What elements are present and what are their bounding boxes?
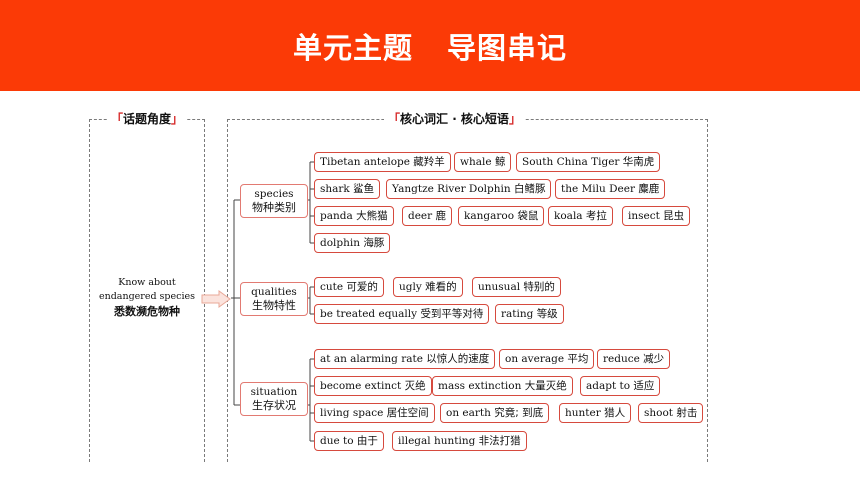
vocab-chip: ugly 难看的 <box>393 277 463 297</box>
category-qualities: qualities 生物特性 <box>240 282 308 316</box>
header-banner: 单元主题 导图串记 <box>0 0 860 91</box>
vocab-chip: unusual 特别的 <box>472 277 561 297</box>
vocab-chip: dolphin 海豚 <box>314 233 391 253</box>
vocab-chip: rating 等级 <box>495 304 564 324</box>
category-cn: 生存状况 <box>252 399 296 412</box>
header-title-right: 导图串记 <box>447 30 568 65</box>
vocab-chip: panda 大熊猫 <box>314 206 394 226</box>
vocab-chip: shark 鲨鱼 <box>314 179 381 199</box>
header-title-left: 单元主题 <box>292 30 413 65</box>
category-en: qualities <box>251 286 297 298</box>
category-species: species 物种类别 <box>240 184 308 218</box>
vocab-chip: insect 昆虫 <box>622 206 691 226</box>
vocab-chip: the Milu Deer 麋鹿 <box>555 179 666 199</box>
vocab-chip: reduce 减少 <box>597 349 671 369</box>
vocab-chip: cute 可爱的 <box>314 277 384 297</box>
vocab-chip: due to 由于 <box>314 431 384 451</box>
vocab-chip: South China Tiger 华南虎 <box>516 152 661 172</box>
arrow-right-icon <box>201 290 231 308</box>
vocab-chip: whale 鲸 <box>454 152 512 172</box>
category-en: situation <box>250 386 298 398</box>
vocab-chip: mass extinction 大量灭绝 <box>432 376 573 396</box>
topic-chinese: 悉数濒危物种 <box>114 305 180 318</box>
vocab-tab: 「核心词汇 · 核心短语」 <box>384 111 525 127</box>
vocab-chip: Yangtze River Dolphin 白鳍豚 <box>386 179 552 199</box>
category-situation: situation 生存状况 <box>240 382 308 416</box>
vocab-chip: become extinct 灭绝 <box>314 376 432 396</box>
category-cn: 生物特性 <box>252 299 296 312</box>
vocab-chip: kangaroo 袋鼠 <box>458 206 545 226</box>
topic-tab: 「话题角度」 <box>107 111 188 127</box>
category-cn: 物种类别 <box>252 201 296 214</box>
vocab-chip: hunter 猎人 <box>559 403 632 423</box>
vocab-chip: at an alarming rate 以惊人的速度 <box>314 349 496 369</box>
vocab-chip: Tibetan antelope 藏羚羊 <box>314 152 451 172</box>
vocab-chip: deer 鹿 <box>402 206 453 226</box>
vocab-chip: illegal hunting 非法打猎 <box>392 431 527 451</box>
topic-block: Know about endangered species 悉数濒危物种 <box>90 276 204 319</box>
vocab-chip: on earth 究竟; 到底 <box>440 403 550 423</box>
vocab-chip: living space 居住空间 <box>314 403 435 423</box>
vocab-chip: koala 考拉 <box>548 206 613 226</box>
category-en: species <box>254 188 294 200</box>
topic-english: Know about endangered species <box>98 277 195 302</box>
vocab-chip: on average 平均 <box>499 349 595 369</box>
vocab-chip: be treated equally 受到平等对待 <box>314 304 490 324</box>
vocab-chip: adapt to 适应 <box>580 376 661 396</box>
topic-tab-label: 话题角度 <box>123 112 172 126</box>
vocab-tab-label: 核心词汇 · 核心短语 <box>400 112 509 126</box>
vocab-chip: shoot 射击 <box>638 403 704 423</box>
